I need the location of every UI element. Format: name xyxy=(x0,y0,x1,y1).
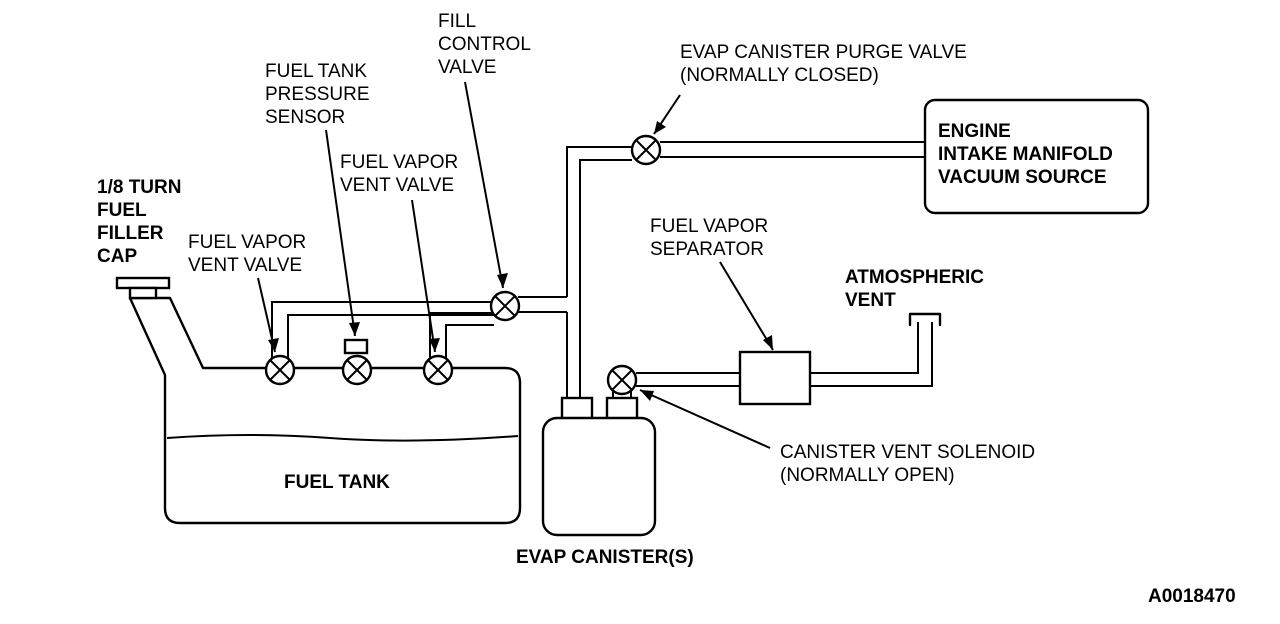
purge-valve-icon xyxy=(630,134,662,166)
vent-valve-right-label: FUEL VAPOR VENT VALVE xyxy=(340,152,464,196)
pressure-sensor-label: FUEL TANK PRESSURE SENSOR xyxy=(265,61,375,128)
vent-valve-left-icon xyxy=(264,354,296,386)
figure-id: A0018470 xyxy=(1148,586,1236,607)
engine-manifold-label: ENGINE INTAKE MANIFOLD VACUUM SOURCE xyxy=(938,121,1118,188)
atmospheric-vent-icon xyxy=(908,312,942,327)
pressure-sensor-valve-icon xyxy=(341,338,373,386)
evap-canister xyxy=(541,396,657,537)
engine-manifold-box xyxy=(923,98,1150,215)
vapor-separator-box xyxy=(738,350,812,406)
vent-solenoid-label: CANISTER VENT SOLENOID (NORMALLY OPEN) xyxy=(780,442,1040,486)
vent-valve-right-icon xyxy=(422,354,454,386)
fuel-tank xyxy=(128,296,522,525)
purge-valve-label: EVAP CANISTER PURGE VALVE (NORMALLY CLOS… xyxy=(680,42,972,86)
vent-solenoid-icon xyxy=(606,364,638,396)
vent-valve-left-label: FUEL VAPOR VENT VALVE xyxy=(188,232,312,276)
vapor-separator-label: FUEL VAPOR SEPARATOR xyxy=(650,216,774,260)
filler-cap-label: 1/8 TURN FUEL FILLER CAP xyxy=(97,177,187,267)
atmospheric-vent-label: ATMOSPHERIC VENT xyxy=(845,267,989,311)
leader-lines xyxy=(257,81,774,449)
filler-cap-icon xyxy=(115,276,171,300)
fill-control-valve-label: FILL CONTROL VALVE xyxy=(438,11,535,78)
fuel-tank-label: FUEL TANK xyxy=(284,472,390,493)
evap-canister-label: EVAP CANISTER(S) xyxy=(516,547,694,568)
fill-control-valve-icon xyxy=(489,290,521,322)
